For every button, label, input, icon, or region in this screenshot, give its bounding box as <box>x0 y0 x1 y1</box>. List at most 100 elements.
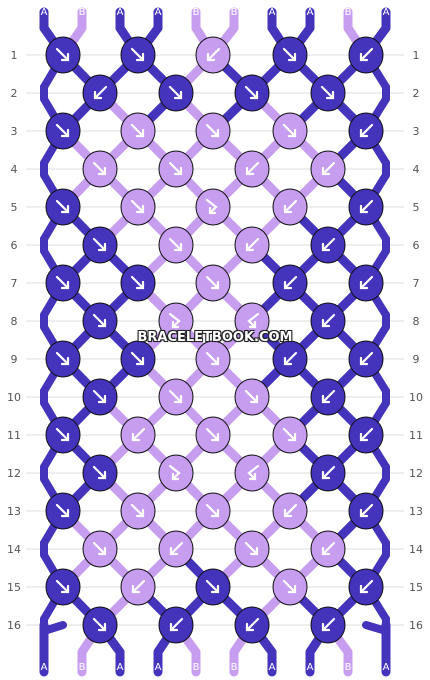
row-label-right: 16 <box>409 619 423 632</box>
strand-label-bottom: A <box>41 662 48 673</box>
row-label-right: 7 <box>413 277 420 290</box>
knot-arrow-icon <box>359 199 374 214</box>
knot <box>234 302 270 340</box>
knot-arrow-icon <box>169 617 184 632</box>
strand-label-top: A <box>383 7 390 18</box>
row-label-right: 3 <box>413 125 420 138</box>
knot-arrow-icon <box>130 199 145 214</box>
knot-arrow-icon <box>168 312 181 329</box>
knot-arrow-icon <box>169 541 184 556</box>
knot-arrow-icon <box>206 47 221 62</box>
row-label-right: 12 <box>409 467 423 480</box>
knot-arrow-icon <box>168 237 183 252</box>
knot-arrow-icon <box>359 123 374 138</box>
knot-arrow-icon <box>321 237 336 252</box>
knot-arrow-icon <box>282 123 297 138</box>
knot-arrow-icon <box>245 161 260 176</box>
strand-label-bottom: B <box>345 662 352 673</box>
knot-arrow-icon <box>244 541 259 556</box>
knot <box>158 454 194 492</box>
knot-arrow-icon <box>282 579 297 594</box>
knot-arrow-icon <box>359 503 374 518</box>
row-label-right: 9 <box>413 353 420 366</box>
knot-arrow-icon <box>92 237 107 252</box>
row-label-left: 9 <box>11 353 18 366</box>
row-label-left: 12 <box>7 467 21 480</box>
knot-arrow-icon <box>244 85 259 100</box>
knot-arrow-icon <box>92 617 107 632</box>
knot-arrow-icon <box>55 123 70 138</box>
knot-arrow-icon <box>282 427 297 442</box>
row-label-left: 2 <box>11 87 18 100</box>
strand-label-top: A <box>307 7 314 18</box>
knot-arrow-icon <box>283 503 298 518</box>
watermark: BRACELETBOOK.COM <box>137 330 293 345</box>
knot-grid <box>45 36 384 644</box>
knot-arrow-icon <box>168 464 181 481</box>
knot-arrow-icon <box>55 199 70 214</box>
strand-label-bottom: A <box>269 662 276 673</box>
row-label-right: 1 <box>413 49 420 62</box>
knot-arrow-icon <box>168 85 183 100</box>
knot-arrow-icon <box>321 617 336 632</box>
knot-arrow-icon <box>55 427 70 442</box>
strand-label-bottom: B <box>79 662 86 673</box>
knot-arrow-icon <box>245 237 260 252</box>
row-label-right: 5 <box>413 201 420 214</box>
strand-label-top: B <box>231 7 238 18</box>
knot-arrow-icon <box>244 389 259 404</box>
strand-label-top: A <box>269 7 276 18</box>
knot-arrow-icon <box>282 47 297 62</box>
strand-label-bottom: A <box>117 662 124 673</box>
knot-arrow-icon <box>55 579 70 594</box>
knot-arrow-icon <box>320 85 335 100</box>
knot-arrow-icon <box>92 541 107 556</box>
knot-arrow-icon <box>92 313 107 328</box>
knot-arrow-icon <box>205 579 220 594</box>
row-label-right: 10 <box>409 391 423 404</box>
knot-arrow-icon <box>55 503 70 518</box>
knot-arrow-icon <box>205 427 220 442</box>
row-label-left: 15 <box>7 581 21 594</box>
knot-arrow-icon <box>168 389 183 404</box>
row-label-right: 6 <box>413 239 420 252</box>
knot-arrow-icon <box>131 579 146 594</box>
knot-arrow-icon <box>130 275 145 290</box>
row-label-left: 6 <box>11 239 18 252</box>
strand-label-top: B <box>345 7 352 18</box>
knot-arrow-icon <box>205 198 218 215</box>
row-label-left: 1 <box>11 49 18 62</box>
knot-arrow-icon <box>130 123 145 138</box>
row-label-left: 11 <box>7 429 21 442</box>
row-label-right: 11 <box>409 429 423 442</box>
strand-label-bottom: A <box>155 662 162 673</box>
knot-arrow-icon <box>359 427 374 442</box>
row-label-right: 8 <box>413 315 420 328</box>
strand-label-top: A <box>155 7 162 18</box>
knot-arrow-icon <box>283 275 298 290</box>
strand-label-bottom: A <box>383 662 390 673</box>
knot-arrow-icon <box>247 312 260 329</box>
row-label-left: 16 <box>7 619 21 632</box>
row-label-left: 3 <box>11 125 18 138</box>
row-label-left: 14 <box>7 543 21 556</box>
row-label-right: 4 <box>413 163 420 176</box>
knot-arrow-icon <box>283 351 298 366</box>
knot-arrow-icon <box>321 541 336 556</box>
knot-arrow-icon <box>321 465 336 480</box>
strand-label-top: B <box>193 7 200 18</box>
knot-arrow-icon <box>321 389 336 404</box>
knot-arrow-icon <box>92 389 107 404</box>
row-label-left: 10 <box>7 391 21 404</box>
row-label-right: 14 <box>409 543 423 556</box>
knot-arrow-icon <box>205 275 220 290</box>
knot-arrow-icon <box>205 351 220 366</box>
knot-arrow-icon <box>55 47 70 62</box>
strand-label-bottom: B <box>193 662 200 673</box>
knot-arrow-icon <box>321 161 336 176</box>
knot-arrow-icon <box>130 47 145 62</box>
knot-arrow-icon <box>92 161 107 176</box>
